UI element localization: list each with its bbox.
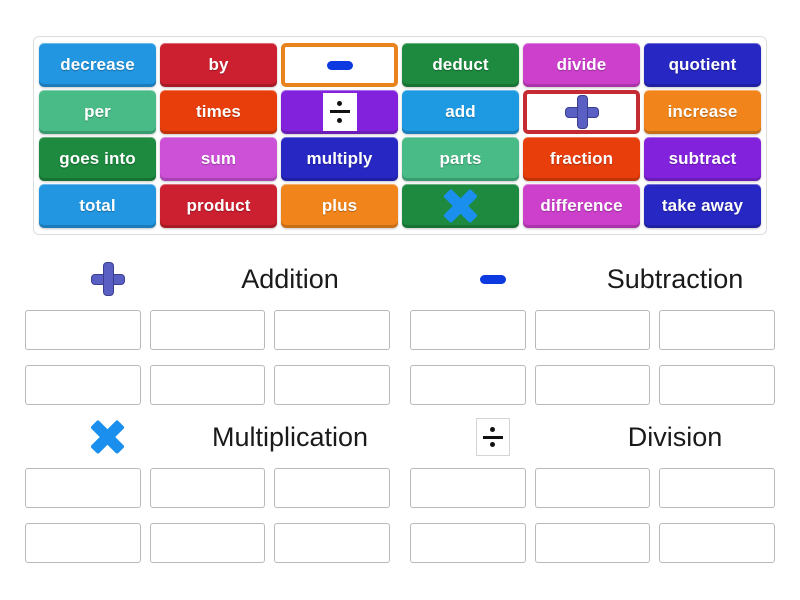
category-header: Addition bbox=[25, 252, 390, 306]
drop-zone[interactable] bbox=[410, 523, 526, 563]
tile-label: fraction bbox=[549, 149, 614, 168]
tile-cross[interactable] bbox=[402, 184, 519, 228]
tile-label: plus bbox=[321, 196, 358, 215]
tile-times[interactable]: times bbox=[160, 90, 277, 134]
category-header: Division bbox=[410, 410, 775, 464]
divide-icon bbox=[410, 418, 575, 456]
tile-deduct[interactable]: deduct bbox=[402, 43, 519, 87]
drop-zone[interactable] bbox=[410, 468, 526, 508]
category-division: Division bbox=[410, 410, 775, 563]
tile-grid: decrease by deduct divide quotient per times ad… bbox=[39, 43, 761, 228]
tile-fraction[interactable]: fraction bbox=[523, 137, 640, 181]
drop-zone[interactable] bbox=[274, 310, 390, 350]
tile-multiply[interactable]: multiply bbox=[281, 137, 398, 181]
plus-icon bbox=[90, 262, 125, 296]
drop-zone[interactable] bbox=[659, 523, 775, 563]
drop-zone[interactable] bbox=[534, 365, 651, 405]
tile-take-away[interactable]: take away bbox=[644, 184, 761, 228]
category-subtraction: Subtraction bbox=[410, 252, 775, 405]
tile-label: sum bbox=[200, 149, 237, 168]
tile-label: decrease bbox=[60, 55, 135, 74]
category-title: Addition bbox=[241, 263, 339, 294]
tile-label: parts bbox=[439, 149, 482, 168]
drop-zone[interactable] bbox=[274, 365, 390, 405]
drop-zone[interactable] bbox=[274, 523, 390, 563]
minus-icon bbox=[410, 274, 575, 284]
category-title: Subtraction bbox=[606, 263, 744, 294]
tile-subtract[interactable]: subtract bbox=[644, 137, 761, 181]
tile-by[interactable]: by bbox=[160, 43, 277, 87]
tile-label: times bbox=[196, 102, 241, 121]
drop-zone[interactable] bbox=[25, 468, 141, 508]
tile-plus[interactable]: plus bbox=[281, 184, 398, 228]
drop-zone-group bbox=[410, 468, 775, 563]
minus-icon bbox=[479, 274, 506, 284]
tile-label: add bbox=[445, 102, 476, 121]
drop-zone[interactable] bbox=[149, 310, 266, 350]
tile-label: divide bbox=[556, 55, 607, 74]
drop-zone[interactable] bbox=[410, 365, 526, 405]
drop-zone[interactable] bbox=[274, 468, 390, 508]
tile-label: difference bbox=[540, 196, 623, 215]
drop-zone[interactable] bbox=[149, 365, 266, 405]
tile-label: product bbox=[186, 196, 251, 215]
drop-zone[interactable] bbox=[534, 523, 651, 563]
drop-zone[interactable] bbox=[534, 468, 651, 508]
cross-icon bbox=[25, 419, 190, 455]
category-title: Division bbox=[627, 421, 723, 452]
tile-label: goes into bbox=[59, 149, 136, 168]
divide-icon bbox=[475, 418, 510, 456]
tile-label: subtract bbox=[668, 149, 737, 168]
tile-label: increase bbox=[667, 102, 738, 121]
tile-parts[interactable]: parts bbox=[402, 137, 519, 181]
category-title: Multiplication bbox=[211, 421, 369, 452]
category-header: Multiplication bbox=[25, 410, 390, 464]
tile-difference[interactable]: difference bbox=[523, 184, 640, 228]
category-addition: Addition bbox=[25, 252, 390, 405]
word-tile-bank: decrease by deduct divide quotient per times ad… bbox=[33, 36, 767, 235]
drop-zone[interactable] bbox=[659, 468, 775, 508]
drop-zone[interactable] bbox=[410, 310, 526, 350]
drop-zone-group bbox=[25, 468, 390, 563]
category-header: Subtraction bbox=[410, 252, 775, 306]
tile-label: per bbox=[84, 102, 111, 121]
drop-zone[interactable] bbox=[25, 523, 141, 563]
tile-product[interactable]: product bbox=[160, 184, 277, 228]
category-multiplication: Multiplication bbox=[25, 410, 390, 563]
tile-divide[interactable]: divide bbox=[523, 43, 640, 87]
drop-zone[interactable] bbox=[149, 468, 266, 508]
minus-icon bbox=[326, 60, 353, 70]
cross-icon bbox=[90, 419, 125, 455]
tile-label: deduct bbox=[432, 55, 489, 74]
cross-icon bbox=[443, 188, 478, 224]
tile-add[interactable]: add bbox=[402, 90, 519, 134]
tile-label: multiply bbox=[306, 149, 373, 168]
tile-sum[interactable]: sum bbox=[160, 137, 277, 181]
tile-label: total bbox=[79, 196, 116, 215]
tile-per[interactable]: per bbox=[39, 90, 156, 134]
plus-icon bbox=[564, 95, 599, 129]
drop-zone[interactable] bbox=[659, 365, 775, 405]
tile-quotient[interactable]: quotient bbox=[644, 43, 761, 87]
drop-zone[interactable] bbox=[25, 365, 141, 405]
drop-zone[interactable] bbox=[149, 523, 266, 563]
tile-label: quotient bbox=[668, 55, 737, 74]
tile-decrease[interactable]: decrease bbox=[39, 43, 156, 87]
drop-zone[interactable] bbox=[25, 310, 141, 350]
drop-zone[interactable] bbox=[534, 310, 651, 350]
tile-goes-into[interactable]: goes into bbox=[39, 137, 156, 181]
tile-divide-white-box[interactable] bbox=[281, 90, 398, 134]
tile-total[interactable]: total bbox=[39, 184, 156, 228]
tile-plus[interactable] bbox=[523, 90, 640, 134]
drop-zone-group bbox=[410, 310, 775, 405]
tile-label: by bbox=[208, 55, 229, 74]
tile-label: take away bbox=[661, 196, 744, 215]
tile-minus[interactable] bbox=[281, 43, 398, 87]
drop-zone[interactable] bbox=[659, 310, 775, 350]
plus-icon bbox=[25, 262, 190, 296]
drop-zone-group bbox=[25, 310, 390, 405]
divide-icon bbox=[322, 93, 357, 131]
tile-increase[interactable]: increase bbox=[644, 90, 761, 134]
